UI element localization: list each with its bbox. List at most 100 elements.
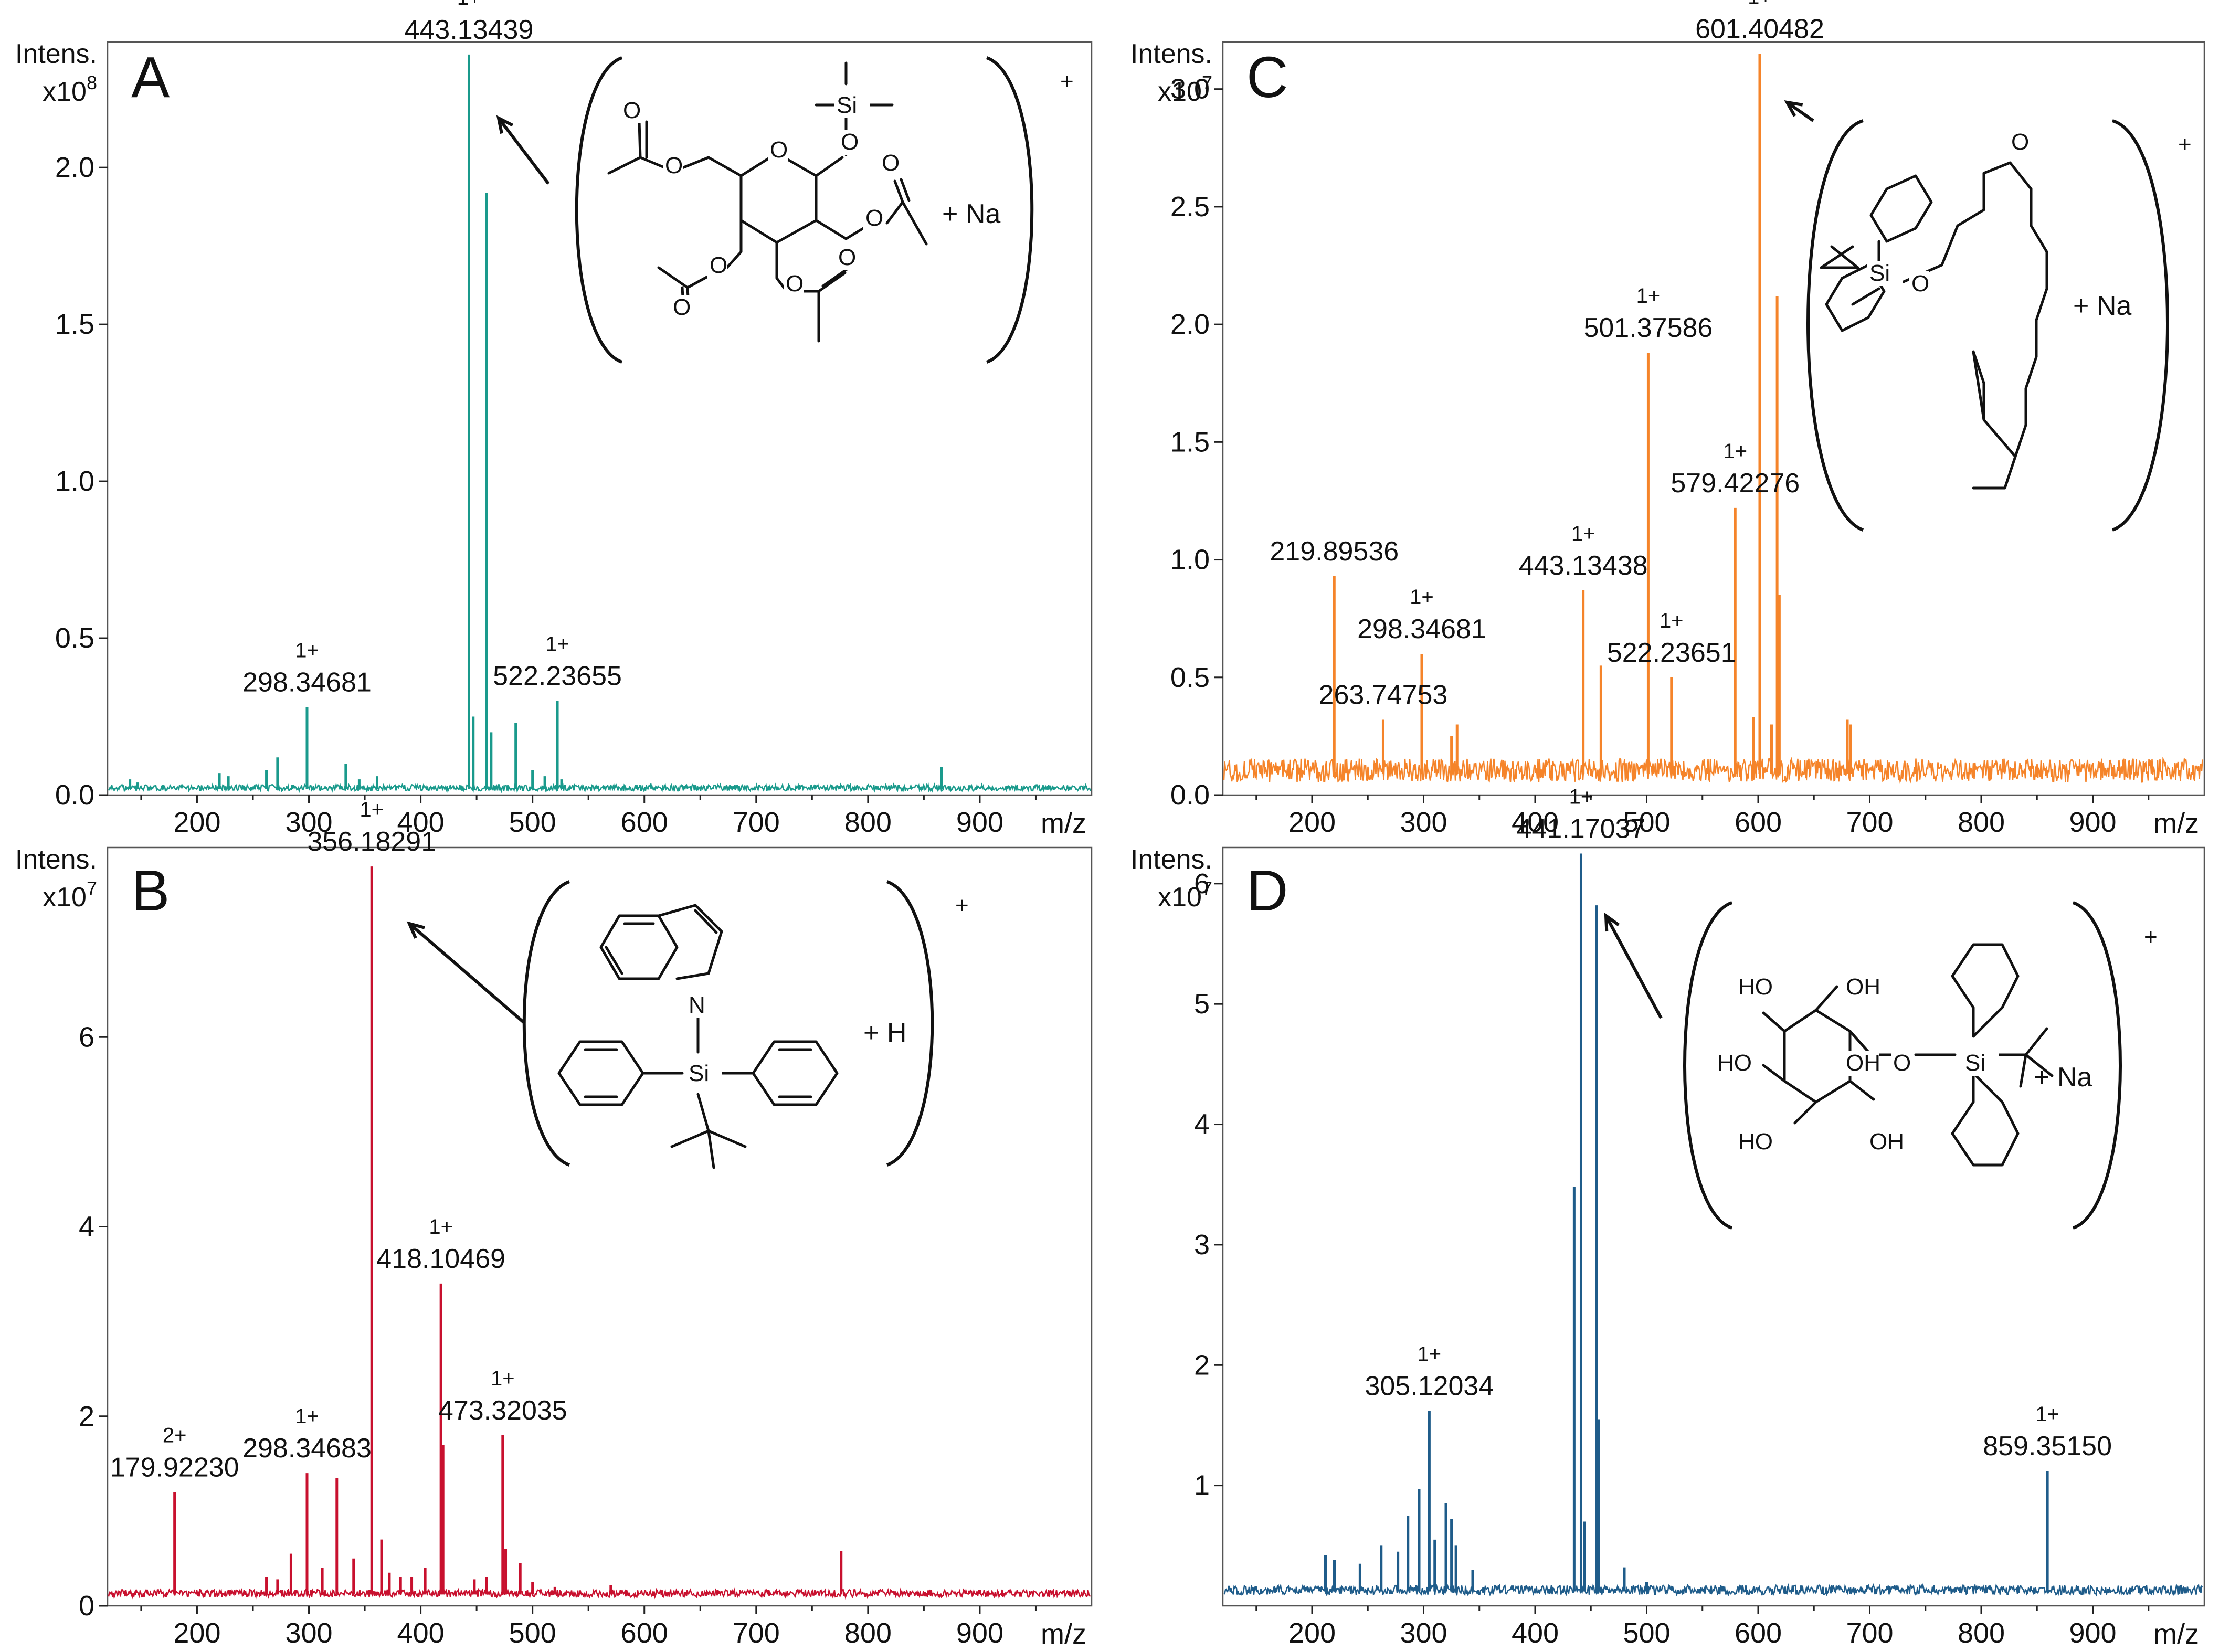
y-axis-scale: x107 <box>43 877 97 913</box>
peak-charge-label: 1+ <box>1418 1342 1442 1365</box>
y-axis-label: Intens. <box>1130 844 1212 875</box>
peak-charge-label: 1+ <box>360 798 384 821</box>
peak-mass-label: 263.74753 <box>1319 680 1448 711</box>
x-tick-label: 600 <box>621 807 668 838</box>
pointer-arrow <box>408 922 526 1025</box>
peak-mass-label: 441.17037 <box>1517 813 1646 844</box>
x-tick-label: 900 <box>956 807 1003 838</box>
peak-mass-label: 219.89536 <box>1270 536 1399 567</box>
atom-label-bg <box>1844 975 1879 1000</box>
x-tick-label: 800 <box>844 1617 892 1649</box>
peak-mass-label: 305.12034 <box>1365 1371 1494 1401</box>
y-tick-label: 2 <box>1194 1349 1210 1381</box>
x-tick-label: 200 <box>173 807 220 838</box>
atom-label: OH <box>1869 1129 1904 1155</box>
peak-charge-label: 1+ <box>1569 785 1593 808</box>
baseline-trace <box>108 1587 1091 1600</box>
atom-label-bg <box>663 153 683 178</box>
x-tick-label: 500 <box>509 1617 556 1649</box>
y-tick-label: 1.5 <box>1170 426 1210 458</box>
y-tick-label: 1.0 <box>55 465 94 497</box>
ion-charge-label: + <box>2144 924 2158 950</box>
baseline-trace <box>1223 1582 2203 1597</box>
x-tick-label: 800 <box>1958 807 2005 838</box>
panel-label: A <box>131 45 170 110</box>
y-tick-label: 4 <box>79 1211 94 1243</box>
pointer-arrow-head <box>1604 912 1620 932</box>
atom-label-bg <box>784 271 804 296</box>
x-tick-label: 400 <box>1512 1617 1559 1649</box>
adduct-label: + Na <box>2034 1062 2092 1093</box>
atom-label: O <box>1911 271 1929 296</box>
y-axis-label: Intens. <box>15 844 97 875</box>
atom-label: Si <box>1869 260 1890 286</box>
atom-label-bg <box>863 206 883 231</box>
peak-mass-label: 501.37586 <box>1584 313 1713 343</box>
y-tick-label: 3.0 <box>1170 73 1210 105</box>
atom-label-bg <box>686 993 706 1018</box>
atom-label-bg <box>1891 1051 1911 1076</box>
structure-B: + H+NSi <box>522 880 969 1169</box>
atom-label: O <box>665 153 683 178</box>
plot-frame <box>1222 846 2205 1607</box>
atom-label-bg <box>1867 261 1903 286</box>
atom-label-bg <box>1867 1129 1903 1155</box>
x-tick-label: 300 <box>1400 1617 1447 1649</box>
x-tick-label: 900 <box>2069 1617 2116 1649</box>
adduct-label: + Na <box>2073 291 2131 321</box>
adduct-label: + Na <box>942 199 1000 229</box>
x-tick-label: 300 <box>285 1617 332 1649</box>
peak-mass-label: 473.32035 <box>438 1395 567 1426</box>
peak-charge-label: 1+ <box>1723 440 1747 463</box>
y-tick-label: 2 <box>79 1401 94 1432</box>
x-tick-label: 300 <box>285 807 332 838</box>
atom-label-bg <box>880 151 900 176</box>
y-tick-label: 0.5 <box>1170 662 1210 693</box>
panel-label: B <box>131 859 170 923</box>
x-tick-label: 500 <box>509 807 556 838</box>
y-axis-label: Intens. <box>1130 39 1212 69</box>
pointer-arrow-head <box>406 921 425 939</box>
y-tick-label: 6 <box>1194 868 1210 899</box>
atom-label-bg <box>1909 271 1929 296</box>
atom-label-bg <box>839 130 859 155</box>
atom-label: OH <box>1846 1050 1880 1076</box>
atom-label-bg <box>1963 1051 1999 1076</box>
ion-charge-label: + <box>955 893 969 918</box>
peak-mass-label: 298.34683 <box>242 1433 372 1464</box>
atom-label-bg <box>707 253 727 278</box>
atom-label: O <box>770 137 788 163</box>
x-axis-label: m/z <box>2153 1618 2199 1650</box>
x-tick-label: 200 <box>1288 1617 1336 1649</box>
peak-charge-label: 1+ <box>295 639 319 662</box>
peak-charge-label: 1+ <box>1410 586 1434 609</box>
x-tick-label: 700 <box>733 807 780 838</box>
pointer-arrow <box>497 117 550 185</box>
peak-mass-label: 522.23651 <box>1607 638 1736 668</box>
atom-label: O <box>1893 1050 1911 1076</box>
atom-label: O <box>786 271 804 296</box>
peak-mass-label: 522.23655 <box>493 661 622 692</box>
x-tick-label: 400 <box>397 807 445 838</box>
pointer-arrow-head <box>496 115 514 134</box>
atom-label-bg <box>1715 1051 1751 1076</box>
panel-label: C <box>1246 45 1288 110</box>
peak-mass-label: 418.10469 <box>376 1244 505 1274</box>
peak-charge-label: 1+ <box>545 633 569 656</box>
atom-label-bg <box>1736 1129 1772 1155</box>
peak-charge-label: 1+ <box>1748 0 1772 8</box>
y-axis-scale: x108 <box>43 72 97 107</box>
pointer-arrow-head <box>1784 100 1803 117</box>
y-tick-label: 3 <box>1194 1229 1210 1261</box>
plot-frame <box>107 41 1093 796</box>
x-tick-label: 600 <box>621 1617 668 1649</box>
y-tick-label: 5 <box>1194 988 1210 1020</box>
peak-mass-label: 443.13439 <box>405 15 534 45</box>
atom-label: O <box>710 252 727 278</box>
y-tick-label: 1.5 <box>55 309 94 340</box>
